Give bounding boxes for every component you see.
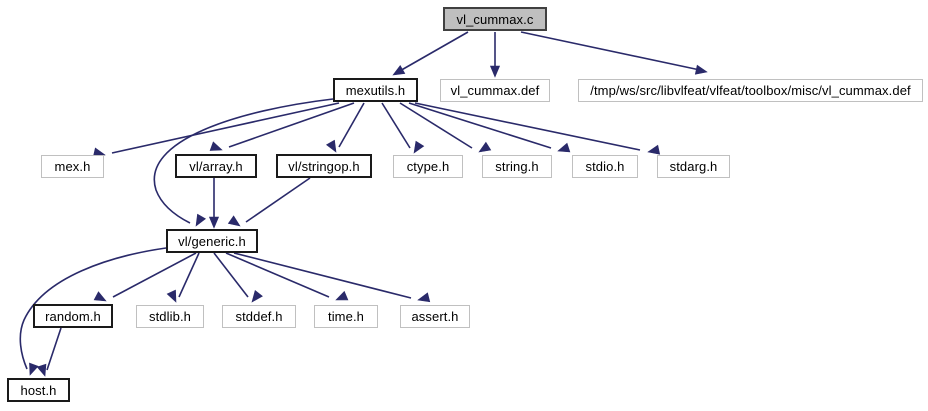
edge-mexutils_h-to-stdarg_h [414,102,641,151]
node-label-vl_cummax_c: vl_cummax.c [456,11,534,27]
node-vl_cummax_c[interactable]: vl_cummax.c [443,7,547,31]
arrowhead-mexutils_h-to-vl_stringop_h [325,139,337,153]
arrowhead-vl_cummax_c-to-vl_cummax_def [489,65,501,78]
arrowhead-vl_generic_h-to-time_h [335,290,349,301]
arrowhead-vl_array_h-to-vl_generic_h [208,216,220,229]
arrow-heads-group [29,64,708,377]
edge-mexutils_h-to-ctype_h [381,102,411,149]
node-time_h[interactable]: time.h [314,305,378,328]
node-host_h[interactable]: host.h [7,378,70,402]
arrowhead-mexutils_h-to-ctype_h [413,140,425,154]
node-vl_generic_h[interactable]: vl/generic.h [166,229,258,253]
node-stddef_h[interactable]: stddef.h [222,305,296,328]
edge-vl_generic_h-to-assert_h [233,252,412,299]
edge-mexutils_h-to-mex_h [111,102,340,154]
edge-random_h-to-host_h [46,327,62,371]
node-label-mex_h: mex.h [54,159,91,174]
arrowhead-vl_generic_h-to-host_h [29,362,39,376]
arrowhead-vl_cummax_c-to-full_path_def [694,64,708,75]
node-label-vl_stringop_h: vl/stringop.h [288,158,360,174]
edges-group [19,31,701,371]
arrowhead-vl_generic_h-to-assert_h [417,292,431,303]
arrowhead-mexutils_h-to-stdarg_h [647,144,661,155]
node-mexutils_h[interactable]: mexutils.h [333,78,418,102]
arrowhead-mexutils_h-to-vl_generic_h [195,213,207,227]
node-stdlib_h[interactable]: stdlib.h [136,305,204,328]
edge-mexutils_h-to-stdio_h [408,102,552,149]
edge-vl_generic_h-to-host_h [19,247,167,370]
node-label-ctype_h: ctype.h [406,159,450,174]
edge-mexutils_h-to-vl_generic_h [153,98,334,224]
node-label-vl_generic_h: vl/generic.h [178,233,246,249]
edge-vl_stringop_h-to-vl_generic_h [245,177,311,223]
node-label-string_h: string.h [495,159,539,174]
edge-mexutils_h-to-vl_stringop_h [338,102,365,148]
node-random_h[interactable]: random.h [33,304,113,328]
arrowhead-mexutils_h-to-vl_array_h [209,141,223,151]
node-label-vl_cummax_def: vl_cummax.def [450,83,540,98]
arrowhead-vl_stringop_h-to-vl_generic_h [227,215,241,227]
edge-vl_cummax_c-to-mexutils_h [397,31,469,73]
node-vl_array_h[interactable]: vl/array.h [175,154,257,178]
arrowhead-vl_generic_h-to-random_h [93,291,107,302]
node-label-stdlib_h: stdlib.h [149,309,191,324]
edge-vl_generic_h-to-time_h [225,252,330,298]
node-string_h[interactable]: string.h [482,155,552,178]
node-assert_h[interactable]: assert.h [400,305,470,328]
arrowhead-mexutils_h-to-string_h [478,141,492,153]
node-vl_cummax_def[interactable]: vl_cummax.def [440,79,550,102]
edge-vl_generic_h-to-stddef_h [213,252,249,298]
node-full_path_def[interactable]: /tmp/ws/src/libvlfeat/vlfeat/toolbox/mis… [578,79,923,102]
node-vl_stringop_h[interactable]: vl/stringop.h [276,154,372,178]
node-ctype_h[interactable]: ctype.h [393,155,463,178]
arrowhead-mexutils_h-to-stdio_h [557,142,571,153]
edge-vl_generic_h-to-random_h [112,252,197,298]
edge-mexutils_h-to-string_h [399,102,473,149]
node-label-stdarg_h: stdarg.h [669,159,718,174]
node-label-mexutils_h: mexutils.h [345,82,406,98]
node-label-stddef_h: stddef.h [235,309,283,324]
node-label-time_h: time.h [327,309,364,324]
node-label-host_h: host.h [20,382,57,398]
edge-mexutils_h-to-vl_array_h [228,102,355,148]
arrowhead-vl_generic_h-to-stddef_h [251,289,263,303]
arrowhead-random_h-to-host_h [36,363,47,377]
node-stdio_h[interactable]: stdio.h [572,155,638,178]
edge-vl_generic_h-to-stdlib_h [178,252,200,298]
node-label-stdio_h: stdio.h [585,159,625,174]
node-stdarg_h[interactable]: stdarg.h [657,155,730,178]
node-label-full_path_def: /tmp/ws/src/libvlfeat/vlfeat/toolbox/mis… [590,83,911,98]
node-label-random_h: random.h [45,308,101,324]
node-label-assert_h: assert.h [411,309,459,324]
arrowhead-vl_generic_h-to-stdlib_h [166,289,177,303]
node-mex_h[interactable]: mex.h [41,155,104,178]
node-label-vl_array_h: vl/array.h [189,158,243,174]
edge-vl_cummax_c-to-full_path_def [520,31,701,71]
arrowhead-vl_cummax_c-to-mexutils_h [392,64,406,76]
